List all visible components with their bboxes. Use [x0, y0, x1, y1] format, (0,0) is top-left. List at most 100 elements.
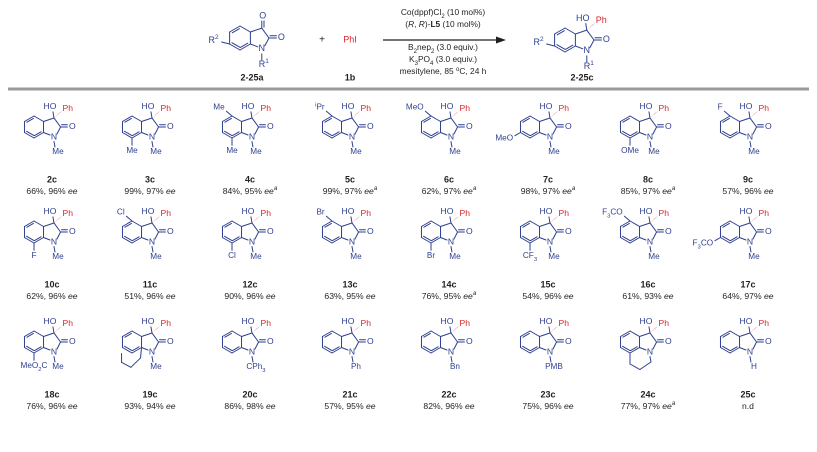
hydroxyl-group: HO [740, 101, 753, 111]
benzene-bond [420, 347, 432, 354]
nitrogen-atom: N [149, 346, 155, 356]
r1-substituent: R1 [584, 60, 595, 71]
nitrogen-atom: N [51, 346, 57, 356]
ring-substituent: F3CO [693, 238, 714, 249]
hydroxyl-bond [548, 111, 551, 119]
aromatic-bond [423, 332, 431, 338]
benzene-bond [239, 25, 251, 33]
compound-id: 19c [142, 389, 157, 399]
ring-bond [440, 332, 452, 337]
n-substituent: Me [150, 147, 162, 156]
ring-bond [549, 332, 558, 343]
benzene-bond [331, 237, 343, 244]
ring-bond [254, 126, 260, 135]
substituent-bond [325, 110, 333, 117]
ring-bond [440, 222, 452, 227]
ring-bond [56, 126, 62, 135]
wedge-bond [549, 215, 559, 223]
aromatic-bond [730, 236, 738, 242]
aromatic-bond [324, 235, 333, 242]
carbonyl-oxygen: O [167, 121, 174, 131]
ring-bond [354, 231, 360, 240]
aromatic-bond [722, 345, 731, 352]
ring-bond [652, 231, 658, 240]
compound-id: 18c [44, 389, 59, 399]
compound-id: 22c [441, 389, 456, 399]
ring-substituent: MeO [495, 133, 513, 142]
compound-id: 21c [342, 389, 357, 399]
n-substituent-bond [549, 246, 552, 253]
ring-bond [53, 222, 62, 233]
fused-bond [629, 363, 641, 370]
aromatic-bond [124, 332, 132, 338]
hydroxyl-bond [648, 216, 651, 224]
benzene-bond [729, 330, 741, 337]
r2-bond [221, 41, 231, 45]
aromatic-bond [522, 130, 531, 137]
hydroxyl-bond [449, 326, 452, 334]
n-substituent-bond [151, 141, 154, 148]
hydroxyl-group: HO [640, 206, 653, 216]
condition-line: B2nep2 (3.0 equiv.) [408, 42, 478, 54]
r2-substituent: R2 [534, 36, 545, 47]
aromatic-bond [124, 235, 133, 242]
yield-ee: 86%, 98% ee [224, 401, 275, 411]
aromatic-bond [124, 117, 132, 123]
benzene-bond [629, 347, 641, 354]
carbonyl-oxygen: O [565, 336, 572, 346]
hydroxyl-bond [350, 216, 353, 224]
aromatic-bond [423, 130, 432, 137]
ring-substituent: MeO [406, 102, 424, 111]
ring-bond [141, 347, 149, 351]
n-substituent: Bn [450, 362, 460, 371]
ring-bond [639, 222, 651, 227]
ring-bond [43, 237, 51, 241]
compound-id: 20c [242, 389, 257, 399]
benzene-bond [719, 330, 731, 337]
ring-bond [154, 231, 160, 240]
compound-id: 23c [540, 389, 555, 399]
compound-id: 4c [245, 174, 255, 184]
wedge-bond [151, 110, 161, 118]
hydroxyl-bond [548, 216, 551, 224]
carbonyl-oxygen: O [69, 336, 76, 346]
ring-bond [264, 37, 270, 47]
wedge-bond [450, 325, 460, 333]
benzene-bond [321, 115, 333, 122]
aromatic-bond [26, 345, 35, 352]
ring-bond [574, 45, 584, 50]
ring-bond [141, 117, 153, 122]
carbonyl-oxygen: O [603, 34, 610, 44]
fused-bond [639, 361, 652, 370]
carbonyl-oxygen: O [69, 226, 76, 236]
wedge-bond [649, 215, 659, 223]
hydroxyl-group: HO [640, 101, 653, 111]
wedge-bond [53, 215, 63, 223]
nitrogen-atom: N [349, 346, 355, 356]
ring-bond [43, 117, 55, 122]
phenyl-group: Ph [460, 318, 471, 328]
aromatic-bond [622, 222, 630, 228]
ring-substituent: F3CO [602, 207, 623, 218]
ring-bond [440, 132, 448, 136]
benzene-bond [229, 25, 241, 33]
yield-ee: 93%, 94% ee [124, 401, 175, 411]
nitrogen-atom: N [249, 346, 255, 356]
aromatic-bond [26, 130, 35, 137]
nitrogen-atom: N [747, 236, 753, 246]
benzene-bond [231, 347, 243, 354]
ring-bond [151, 117, 160, 128]
ring-bond [341, 132, 349, 136]
yield-ee: 66%, 96% ee [26, 186, 77, 196]
n-substituent: Me [52, 362, 64, 371]
phenyl-group: Ph [559, 103, 570, 113]
condition-line: mesitylene, 85 oC, 24 h [400, 66, 487, 76]
n-substituent: Me [748, 252, 760, 261]
hydroxyl-group: HO [441, 101, 454, 111]
